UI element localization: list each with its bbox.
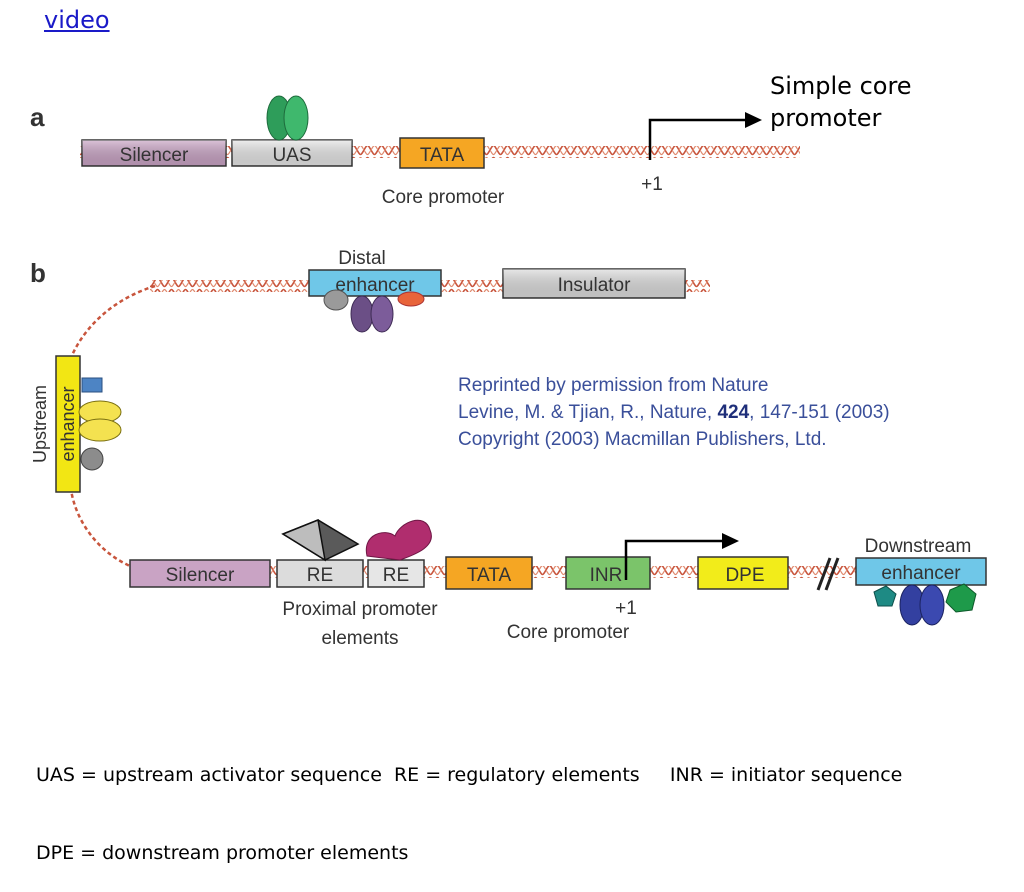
dna-break-marks (816, 557, 840, 591)
panel-a-silencer-box: Silencer (81, 139, 227, 167)
downstream-label: Downstream (865, 536, 972, 557)
simple-core-promoter-annotation: Simple core promoter (770, 70, 912, 134)
panel-b-core-promoter-label: Core promoter (507, 622, 630, 643)
reprint-credit: Reprinted by permission from Nature Levi… (458, 372, 890, 453)
distal-enhancer-proteins (323, 289, 425, 333)
panel-a-core-promoter-label: Core promoter (382, 187, 505, 208)
downstream-enhancer-label: enhancer (881, 563, 961, 584)
re-bound-proteins (281, 518, 432, 562)
video-link[interactable]: video (44, 6, 110, 34)
abbreviation-legend: UAS = upstream activator sequence RE = r… (36, 710, 902, 892)
panel-a-tata-box: TATA (399, 137, 485, 169)
upstream-label: Upstream (30, 385, 50, 463)
panel-a-activator-proteins (266, 95, 309, 141)
re-2-label: RE (383, 565, 409, 586)
legend-line-1: UAS = upstream activator sequence RE = r… (36, 764, 903, 786)
legend-line-2: DPE = downstream promoter elements (36, 842, 409, 864)
inr-label: INR (590, 565, 623, 586)
panel-b-silencer-box: Silencer (129, 559, 271, 588)
insulator-box: Insulator (502, 268, 686, 299)
insulator-label: Insulator (558, 275, 632, 296)
panel-b-tss-label: +1 (615, 598, 637, 619)
distal-enhancer-label: enhancer (335, 275, 415, 296)
distal-label: Distal (338, 248, 386, 269)
upstream-enhancer-proteins (78, 377, 122, 471)
downstream-enhancer-proteins (873, 583, 977, 626)
upstream-enhancer-label: enhancer (58, 386, 78, 461)
gene-regulation-diagram: a Silencer UAS TATA Core promoter +1 b D… (30, 95, 987, 649)
credit-line-1: Reprinted by permission from Nature (458, 375, 769, 396)
panel-a-silencer-label: Silencer (120, 145, 189, 166)
panel-a-tata-label: TATA (420, 145, 465, 166)
dpe-label: DPE (725, 565, 764, 586)
upstream-enhancer-box: enhancer (55, 355, 81, 493)
inr-box: INR (565, 556, 651, 590)
panel-a-label: a (30, 102, 45, 132)
re-box-2: RE (367, 559, 425, 588)
dpe-box: DPE (697, 556, 789, 590)
panel-b-tata-box: TATA (445, 556, 533, 590)
credit-line-2: Levine, M. & Tjian, R., Nature, 424, 147… (458, 399, 890, 426)
panel-a-uas-label: UAS (272, 145, 311, 166)
credit-citation: Levine, M. & Tjian, R., Nature, (458, 402, 718, 423)
proximal-label-line-1: Proximal promoter (282, 599, 438, 620)
panel-a-uas-box: UAS (231, 139, 353, 167)
panel-b-transcription-arrow (624, 533, 739, 580)
credit-pages: , 147-151 (2003) (749, 402, 890, 423)
annotation-line-2: promoter (770, 104, 882, 132)
re-box-1: RE (276, 559, 364, 588)
panel-b-silencer-label: Silencer (166, 565, 235, 586)
panel-a-transcription-arrow (648, 112, 762, 160)
proximal-label-line-2: elements (321, 628, 398, 649)
credit-line-3: Copyright (2003) Macmillan Publishers, L… (458, 429, 827, 450)
panel-b-tata-label: TATA (467, 565, 512, 586)
credit-volume: 424 (717, 402, 750, 423)
panel-a-tss-label: +1 (641, 174, 663, 195)
annotation-line-1: Simple core (770, 72, 912, 100)
re-1-label: RE (307, 565, 333, 586)
panel-b-label: b (30, 258, 46, 288)
downstream-enhancer-box: enhancer (855, 557, 987, 586)
